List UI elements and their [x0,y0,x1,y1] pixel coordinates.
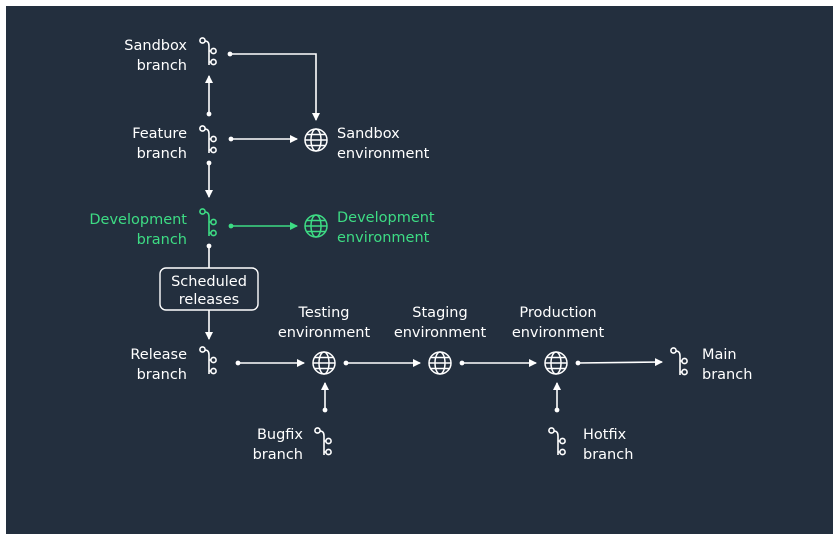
hotfix-branch-sublabel: branch [583,447,633,463]
staging-env-sublabel: environment [394,325,487,341]
production-env-globe-icon [544,351,568,375]
diagram-canvas: Scheduled releases Sandbox branch Featur… [6,6,833,534]
development-env-label: Development [337,210,435,226]
production-env-sublabel: environment [512,325,605,341]
scheduled-releases-box [159,267,259,311]
sandbox-branch-label: Sandbox [124,38,187,54]
development-env-sublabel: environment [337,230,430,246]
scheduled-line1: Scheduled [171,274,247,290]
development-branch-icon [199,208,217,237]
feature-branch-sublabel: branch [137,146,187,162]
development-env-globe-icon [304,214,328,238]
bugfix-branch-sublabel: branch [253,447,303,463]
release-branch-sublabel: branch [137,367,187,383]
release-branch-label: Release [130,347,187,363]
testing-env-label: Testing [298,305,350,321]
release-branch-icon [199,346,217,375]
main-branch-sublabel: branch [702,367,752,383]
testing-env-globe-icon [312,351,336,375]
hotfix-branch-icon [548,427,566,456]
feature-branch-label: Feature [132,126,187,142]
sandbox-env-label: Sandbox [337,126,400,142]
staging-env-label: Staging [412,305,467,321]
development-branch-label: Development [89,212,187,228]
development-branch-sublabel: branch [137,232,187,248]
sandbox-env-globe-icon [304,128,328,152]
main-branch-icon [670,347,688,376]
feature-branch-icon [199,125,217,154]
staging-env-globe-icon [428,351,452,375]
sandbox-branch-icon [199,37,217,66]
bugfix-branch-label: Bugfix [257,427,303,443]
sandbox-branch-sublabel: branch [137,58,187,74]
testing-env-sublabel: environment [278,325,371,341]
bugfix-branch-icon [314,427,332,456]
hotfix-branch-label: Hotfix [583,427,627,443]
production-env-label: Production [519,305,596,321]
scheduled-line2: releases [179,292,239,308]
connectors [205,51,663,413]
main-branch-label: Main [702,347,737,363]
sandbox-env-sublabel: environment [337,146,430,162]
